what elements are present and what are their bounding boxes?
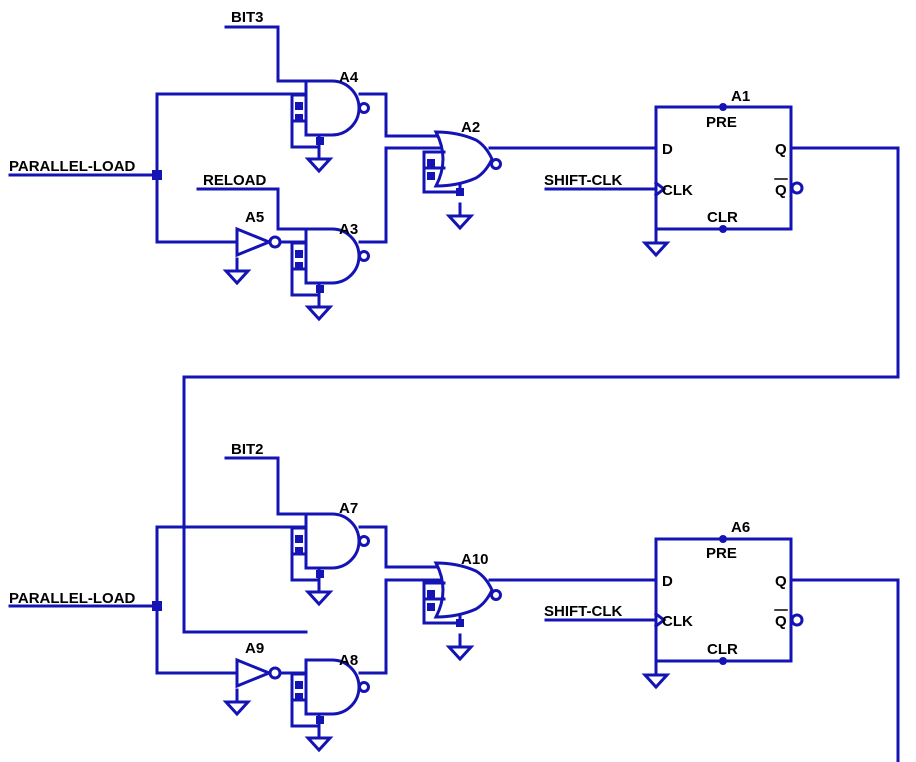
a6-label: A6 — [731, 519, 750, 536]
a10-label: A10 — [461, 551, 489, 568]
a4-label: A4 — [339, 69, 359, 86]
q-feedback-wire — [182, 146, 900, 634]
ff-d-label: D — [662, 141, 673, 158]
ff-q-label-2: Q — [775, 573, 787, 590]
ff-clk-label-2: CLK — [662, 613, 693, 630]
a5-label: A5 — [245, 209, 264, 226]
bit3-label: BIT3 — [231, 9, 264, 26]
a8-output-wire — [358, 578, 446, 675]
inverter-a5 — [226, 229, 280, 283]
and-gate-a7 — [292, 514, 369, 604]
flipflop-a6: PRE CLR D CLK Q Q — [641, 535, 804, 690]
and-gate-a3 — [292, 229, 369, 319]
ff-q-label: Q — [775, 141, 787, 158]
a8-label: A8 — [339, 652, 358, 669]
parallel-load-bus — [155, 92, 308, 244]
ff-qbar-label-2: Q — [775, 613, 787, 630]
a9-label: A9 — [245, 640, 264, 657]
inverter-a9 — [226, 660, 280, 714]
a7-output-wire — [358, 525, 446, 569]
ff-clk-label: CLK — [662, 182, 693, 199]
bit2-wire — [224, 456, 308, 516]
a7-label: A7 — [339, 500, 358, 517]
ff-qbar-label: Q — [775, 182, 787, 199]
bit3-wire — [224, 25, 308, 83]
reload-label: RELOAD — [203, 172, 267, 189]
a1-label: A1 — [731, 88, 750, 105]
reload-wire — [196, 187, 308, 231]
parallel-load-label-2: PARALLEL-LOAD — [9, 590, 136, 607]
parallel-load-bus-2 — [155, 525, 308, 675]
a2-label: A2 — [461, 119, 480, 136]
a3-output-wire — [358, 146, 446, 244]
ff-d-label-2: D — [662, 573, 673, 590]
or-gate-a10 — [424, 563, 501, 659]
bit2-label: BIT2 — [231, 441, 264, 458]
ff-clr-label: CLR — [707, 209, 738, 226]
flipflop-a1: PRE CLR D CLK Q Q — [641, 103, 804, 258]
a3-label: A3 — [339, 221, 358, 238]
parallel-load-label: PARALLEL-LOAD — [9, 158, 136, 175]
and-gate-a8 — [292, 660, 369, 750]
ff-pre-label-2: PRE — [706, 545, 737, 562]
junction-dot-2 — [152, 601, 162, 611]
junction-dot — [152, 170, 162, 180]
q-output-wire-2 — [789, 578, 900, 762]
a4-output-wire — [358, 92, 446, 138]
ff-clr-label-2: CLR — [707, 641, 738, 658]
stage-1: BIT3 PARALLEL-LOAD RELOAD A4 A5 A3 — [8, 9, 900, 634]
ff-pre-label: PRE — [706, 114, 737, 131]
shift-clk-label: SHIFT-CLK — [544, 172, 622, 189]
shift-clk-label-2: SHIFT-CLK — [544, 603, 622, 620]
stage-2: BIT2 PARALLEL-LOAD A7 A9 A8 A10 — [8, 441, 900, 762]
and-gate-a4 — [292, 81, 369, 171]
or-gate-a2 — [424, 132, 501, 228]
